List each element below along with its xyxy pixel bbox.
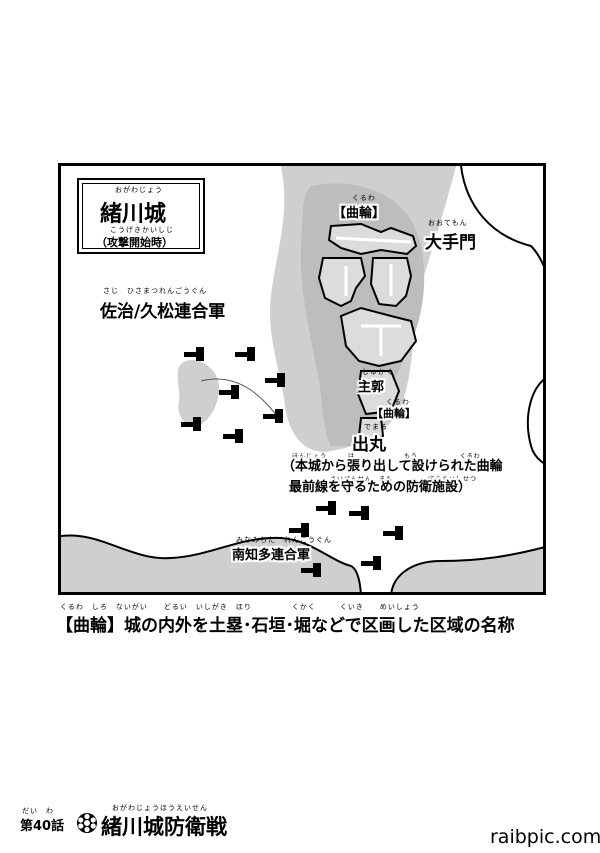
- army-west-label: 佐治/久松連合軍: [100, 302, 226, 322]
- chapter-number-ruby: だい わ: [22, 807, 54, 815]
- watermark: raibpic.com: [490, 826, 600, 848]
- demaru-note-ruby-1: ほんじょう は もう くるわ: [292, 453, 481, 460]
- map-title-ruby: おがわじょう: [115, 186, 163, 194]
- kuruwa-label-2: 【曲輪】: [372, 407, 416, 420]
- demaru-note-line1: （本城から張り出して設けられた曲輪: [282, 459, 503, 474]
- kuruwa-ruby-2: くるわ: [386, 398, 410, 406]
- demaru-label: 出丸: [352, 435, 386, 455]
- demaru-note-line2: 最前線を守るための防衛施設）: [289, 480, 472, 495]
- map-title-box: [77, 178, 205, 254]
- otemon-ruby: おおてもん: [428, 219, 468, 227]
- family-crest-icon: [77, 813, 97, 833]
- demaru-note-ruby-2: さいぜんせん まも ぼうえいしせつ: [330, 476, 478, 483]
- kuruwa-definition: 【曲輪】城の内外を土塁･石垣･堀などで区画した区域の名称: [56, 616, 515, 636]
- kuruwa-label: 【曲輪】: [333, 206, 386, 221]
- definition-ruby: くるわ しろ ないがい どるい いしがき ほり くかく くいき めいしょう: [60, 603, 420, 611]
- demaru-ruby: でまる: [364, 423, 388, 431]
- map-terrain: [61, 166, 543, 592]
- kuruwa-ruby: くるわ: [352, 194, 376, 202]
- map-subtitle-ruby: こうげきかいしじ: [110, 226, 174, 234]
- chapter-number: 第40話: [20, 819, 65, 834]
- honmaru-label: 主郭: [358, 380, 385, 395]
- otemon-label: 大手門: [425, 233, 476, 253]
- honmaru-ruby: しゅかく: [362, 368, 394, 376]
- army-west-ruby: さじ ひさまつれんごうぐん: [103, 287, 207, 295]
- army-south-label: 南知多連合軍: [232, 548, 311, 563]
- map-title: 緒川城: [100, 202, 167, 227]
- army-south-ruby: みなみちた れんごうぐん: [236, 536, 332, 544]
- chapter-title-ruby: おがわじょうほうえいせん: [112, 804, 208, 812]
- chapter-title: 緒川城防衛戦: [101, 815, 227, 839]
- castle-map: [58, 163, 546, 595]
- map-subtitle: （攻撃開始時）: [96, 236, 173, 249]
